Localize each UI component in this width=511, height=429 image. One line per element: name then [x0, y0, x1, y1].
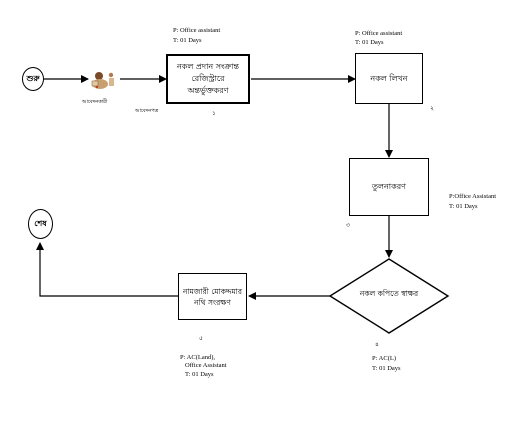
end-label: শেষ	[34, 218, 47, 228]
step2-number: ২	[430, 105, 434, 112]
step5-time: T: 01 Days	[185, 371, 214, 378]
step4-label: নকল কপিতে স্বাক্ষর	[359, 289, 419, 298]
step2-box: নকল লিখন	[355, 53, 423, 104]
step5-box: নামজারী মোকদ্দমার নথি সংরক্ষণ	[178, 273, 247, 320]
step1-time: T: 01 Days	[173, 37, 202, 44]
step4-number: ৪	[375, 341, 379, 348]
end-node: শেষ	[28, 209, 53, 239]
decision-diamond	[328, 258, 450, 334]
step1-number: ১	[212, 110, 216, 117]
step5-person: P: AC(Land),	[180, 354, 216, 361]
arrow-step5-to-end	[36, 242, 178, 297]
start-node: শুরু	[22, 67, 44, 91]
start-label: শুরু	[26, 73, 40, 83]
step2-label: নকল লিখন	[370, 73, 408, 83]
applicant-illustration	[91, 72, 114, 89]
step3-box: তুলনাকরণ	[349, 158, 429, 216]
step5-label: নামজারী মোকদ্দমার নথি সংরক্ষণ	[182, 286, 242, 307]
step4-time: T: 01 Days	[372, 365, 401, 372]
step3-time: T: 01 Days	[449, 203, 478, 210]
step1-box: নকল প্রদান সংক্রান্ত রেজিস্ট্রারে অন্তর্…	[166, 54, 250, 104]
step3-number: ৩	[346, 222, 350, 229]
step2-time: T: 01 Days	[355, 39, 384, 46]
step3-person: P:Office Assistant	[449, 193, 497, 200]
step1-person: P: Office assistant	[173, 27, 221, 34]
applicant-label: আবেদনকারী	[82, 99, 108, 105]
application-label: আবেদনপত্র	[135, 108, 159, 114]
step5-number: ৫	[199, 335, 203, 342]
step2-person: P: Office assistant	[355, 30, 403, 37]
step5-person-2: Office Assistant	[185, 362, 227, 369]
step1-label: নকল প্রদান সংক্রান্ত রেজিস্ট্রারে অন্তর্…	[177, 62, 239, 95]
step3-label: তুলনাকরণ	[372, 182, 406, 191]
step4-person: P: AC(L)	[372, 355, 397, 362]
